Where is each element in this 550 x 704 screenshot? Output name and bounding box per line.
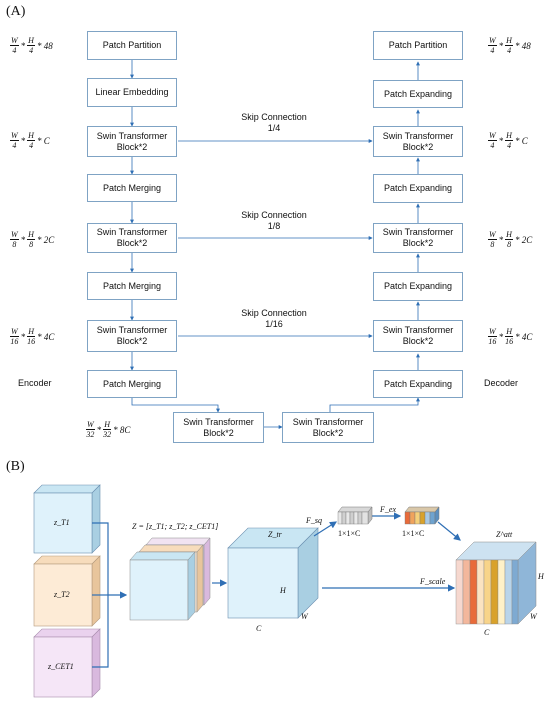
zatt-label: Z^att — [496, 530, 513, 539]
patch-expanding-2: Patch Expanding — [373, 174, 463, 203]
fsq-label: F_sq — [306, 516, 322, 525]
patch-partition-encoder: Patch Partition — [87, 31, 177, 60]
swin-block-encoder-2: Swin Transformer Block*2 — [87, 223, 177, 253]
zcet1-label: z_CET1 — [48, 662, 74, 671]
vec2-label: 1×1×C — [402, 529, 425, 538]
zatt-cube — [455, 541, 537, 625]
swin-block-bottleneck-1: Swin Transformer Block*2 — [173, 412, 264, 443]
panel-a-label: (A) — [6, 4, 26, 19]
skip-connection-1-8: Skip Connection 1/8 — [219, 210, 329, 232]
concat-equation: Z = [z_T1; z_T2; z_CET1] — [132, 522, 219, 531]
skip-label: Skip Connection — [241, 210, 307, 220]
zatt-w-label: W — [530, 612, 537, 621]
skip-ratio: 1/4 — [267, 123, 281, 133]
zt2-label: z_T2 — [54, 590, 70, 599]
zt1-label: z_T1 — [54, 518, 70, 527]
fex-label: F_ex — [380, 505, 396, 514]
swin-block-decoder-3: Swin Transformer Block*2 — [373, 320, 463, 352]
zt2-cube — [33, 555, 101, 627]
skip-connection-1-16: Skip Connection 1/16 — [219, 308, 329, 330]
patch-partition-decoder: Patch Partition — [373, 31, 463, 60]
patch-expanding-4: Patch Expanding — [373, 370, 463, 398]
ztr-label: Z_tr — [268, 530, 282, 539]
patch-expanding-1: Patch Expanding — [373, 80, 463, 108]
panel-b-label: (B) — [6, 459, 25, 474]
swin-block-encoder-1: Swin Transformer Block*2 — [87, 126, 177, 157]
zatt-c-label: C — [484, 628, 490, 637]
vec1-label: 1×1×C — [338, 529, 361, 538]
swin-block-decoder-1: Swin Transformer Block*2 — [373, 126, 463, 157]
patch-merging-1: Patch Merging — [87, 174, 177, 202]
patch-merging-2: Patch Merging — [87, 272, 177, 300]
decoder-label: Decoder — [484, 378, 519, 388]
ztr-cube — [227, 527, 319, 619]
ztr-w-label: W — [301, 612, 308, 621]
zt1-cube — [33, 484, 101, 554]
patch-expanding-3: Patch Expanding — [373, 272, 463, 301]
excitation-vector — [404, 506, 440, 525]
skip-label: Skip Connection — [241, 308, 307, 318]
skip-ratio: 1/16 — [265, 319, 283, 329]
swin-block-decoder-2: Swin Transformer Block*2 — [373, 223, 463, 253]
fscale-label: F_scale — [420, 577, 446, 586]
skip-label: Skip Connection — [241, 112, 307, 122]
zatt-h-label: H — [538, 572, 544, 581]
squeeze-vector — [337, 506, 373, 525]
linear-embedding: Linear Embedding — [87, 78, 177, 107]
swin-block-encoder-3: Swin Transformer Block*2 — [87, 320, 177, 352]
ztr-c-label: C — [256, 624, 262, 633]
concat-cube — [129, 537, 211, 621]
encoder-label: Encoder — [18, 378, 52, 388]
skip-ratio: 1/8 — [267, 221, 281, 231]
ztr-h-label: H — [280, 586, 286, 595]
zcet1-cube — [33, 628, 101, 698]
skip-connection-1-4: Skip Connection 1/4 — [219, 112, 329, 134]
patch-merging-3: Patch Merging — [87, 370, 177, 398]
swin-block-bottleneck-2: Swin Transformer Block*2 — [282, 412, 374, 443]
